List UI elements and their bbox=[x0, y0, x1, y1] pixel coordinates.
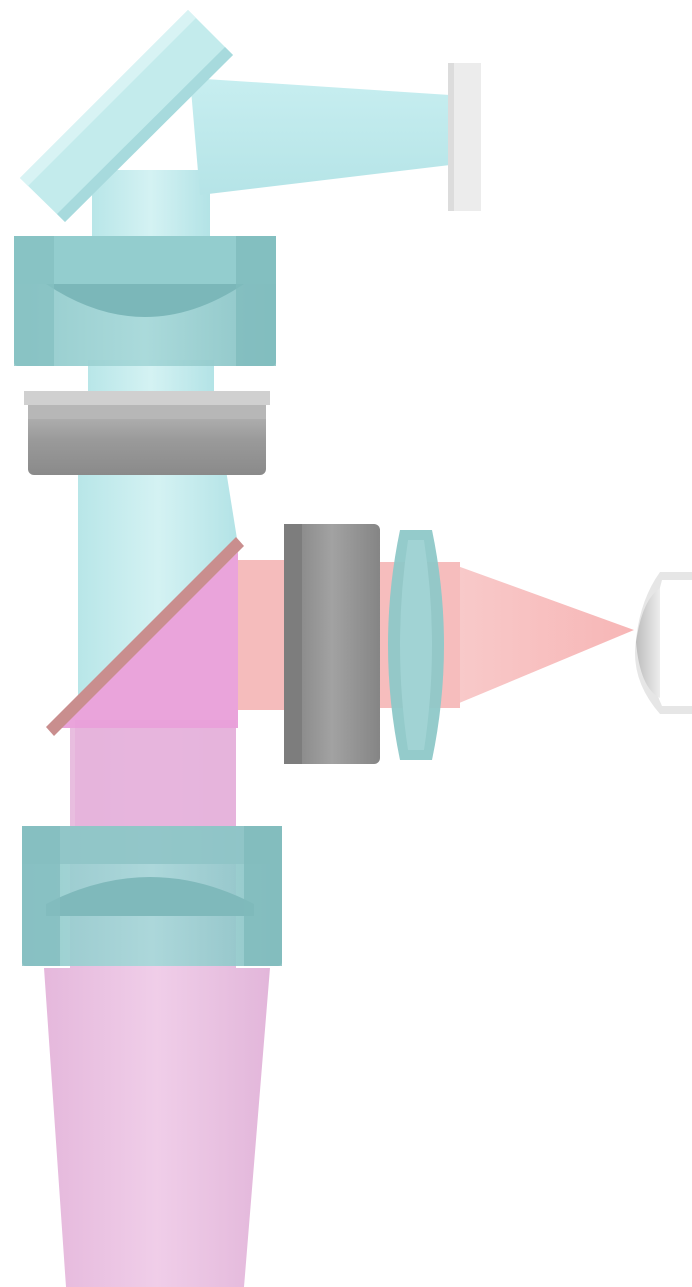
cyan-beam-horizontal bbox=[190, 78, 450, 195]
screen bbox=[448, 63, 481, 211]
side-gray-mount bbox=[284, 524, 380, 764]
lower-lens bbox=[22, 826, 282, 966]
light-source bbox=[635, 572, 692, 714]
magenta-beam bbox=[44, 720, 270, 1287]
upper-lens bbox=[14, 236, 276, 366]
upper-gray-mount bbox=[24, 391, 270, 475]
side-lens bbox=[388, 530, 444, 760]
